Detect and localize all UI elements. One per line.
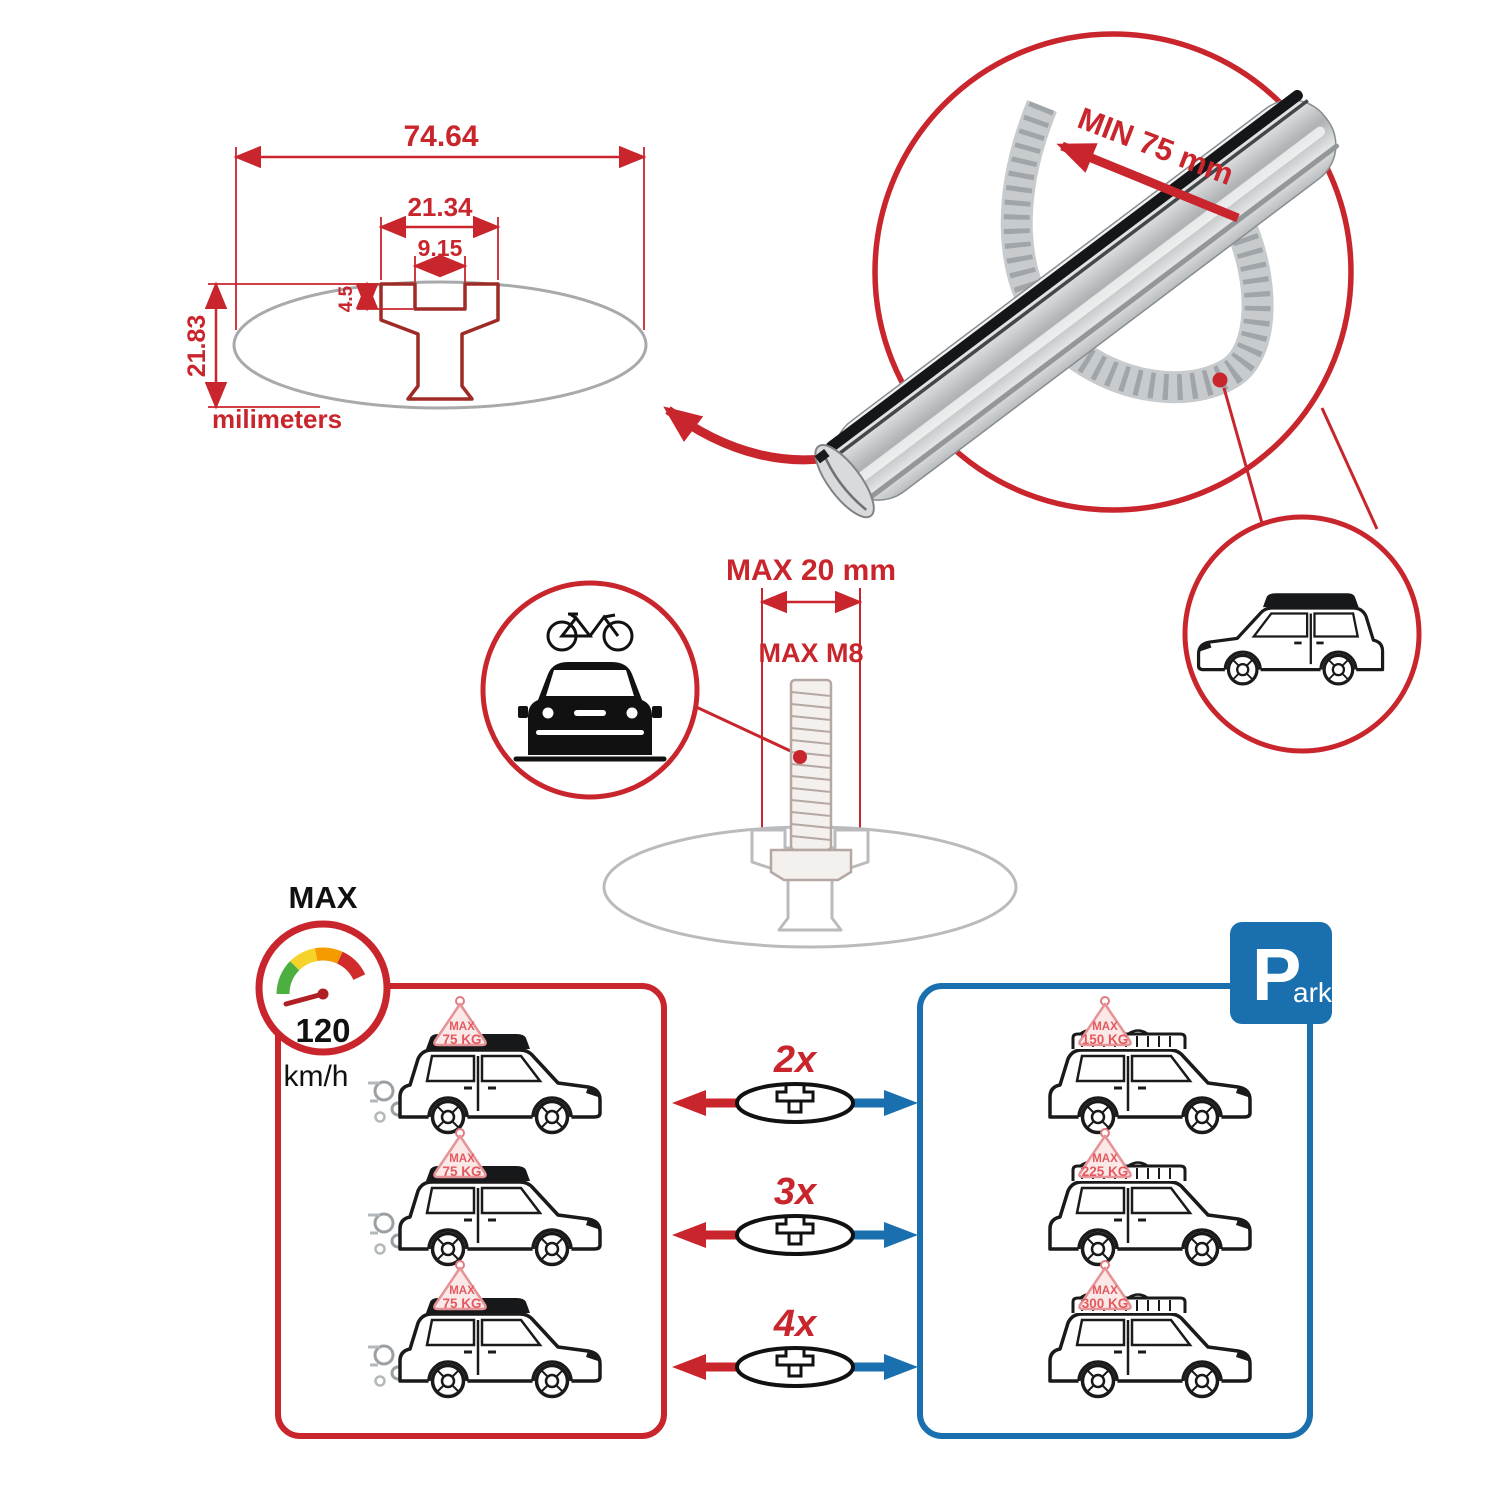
driving-badge-3-weight: 75 KG [442, 1296, 481, 1311]
bar-section-icon [735, 1082, 855, 1124]
speed-units: km/h [283, 1060, 348, 1093]
clamp-strap-sketch [1000, 100, 1274, 404]
bolt-callout-line [693, 704, 798, 756]
speed-value: 120 [295, 1012, 350, 1049]
bolt-dimension-lines [759, 588, 863, 830]
blue-arrowhead [884, 1354, 918, 1380]
units-label: milimeters [212, 404, 342, 434]
bar-detail-circle: MIN 75 mm [814, 31, 1379, 530]
dim-overall-height: 21.83 [183, 315, 211, 378]
blue-arrowhead [884, 1090, 918, 1116]
aluminum-crossbar [814, 89, 1340, 519]
bar-count-2: 3x [774, 1171, 818, 1213]
dimension-arrow-lines [204, 145, 647, 410]
driving-badge-2-weight: 75 KG [442, 1164, 481, 1179]
parking-letter: P [1252, 933, 1301, 1016]
bar-count-row-2: 3x [672, 1171, 918, 1256]
parking-sign: P ark [1230, 922, 1333, 1024]
parked-badge-3-weight: 300 KG [1082, 1296, 1129, 1311]
dim-lip-depth: 4.5 [336, 285, 357, 312]
speed-max-label: MAX [289, 880, 358, 915]
driving-cars: MAX 75 KG MAX 75 KG MAX 75 KG [368, 995, 600, 1401]
dim-slot-opening: 9.15 [418, 235, 463, 261]
dim-overall-width: 74.64 [403, 120, 478, 153]
red-arrowhead [672, 1354, 706, 1380]
bar-count-3: 4x [773, 1303, 818, 1345]
suv-roofbox-circle [1182, 514, 1422, 754]
t-bolt [769, 678, 853, 882]
parked-cars: MAX 150 KG MAX 225 KG MAX 300 KG [1050, 995, 1250, 1401]
red-arrowhead [672, 1090, 706, 1116]
speed-limit-gauge: MAX 120 km/h [255, 880, 391, 1093]
gauge-arcs [276, 947, 366, 995]
red-arrowhead [672, 1222, 706, 1248]
bar-count-row-3: 4x [672, 1303, 918, 1388]
parked-badge-1-max: MAX [1092, 1021, 1118, 1033]
callout-line-1 [1222, 387, 1264, 524]
bar-section-icon [735, 1214, 855, 1256]
gauge-needle-pivot [317, 988, 329, 1000]
gauge-needle [283, 991, 326, 1007]
bar-count-1: 2x [773, 1039, 818, 1081]
callout-line-2 [1320, 407, 1379, 530]
blue-arrowhead [884, 1222, 918, 1248]
clamp-point-dot [1212, 372, 1228, 388]
bar-section-icon [735, 1346, 855, 1388]
parked-badge-3-max: MAX [1092, 1285, 1118, 1297]
gauge-circle [255, 920, 391, 1056]
bolt-detail-section: MAX 20 mm MAX M8 [480, 554, 1018, 949]
driving-badge-2-max: MAX [449, 1153, 475, 1165]
driving-badge-1-max: MAX [449, 1021, 475, 1033]
bolt-max-width-label: MAX 20 mm [726, 554, 896, 587]
bolt-point-dot [793, 750, 807, 764]
bar-count-rows: 2x 3x 4x [672, 1039, 918, 1388]
parked-badge-1-weight: 150 KG [1082, 1032, 1129, 1047]
driving-badge-3-max: MAX [449, 1285, 475, 1297]
dim-slot-outer-width: 21.34 [407, 192, 473, 222]
parked-badge-2-max: MAX [1092, 1153, 1118, 1165]
driving-badge-1-weight: 75 KG [442, 1032, 481, 1047]
bar-count-row-1: 2x [672, 1039, 918, 1124]
t-slot-profile [379, 282, 500, 401]
min-span-arrow [1056, 141, 1240, 223]
cross-section-diagram: 74.64 21.34 9.15 4.5 21.83 milimeters [183, 120, 858, 465]
parking-suffix: ark [1293, 977, 1333, 1008]
bolt-max-thread-label: MAX M8 [758, 638, 863, 668]
parked-badge-2-weight: 225 KG [1082, 1164, 1129, 1179]
load-table: P ark MAX 75 KG MAX 75 KG MAX 75 KG MAX … [255, 880, 1333, 1439]
